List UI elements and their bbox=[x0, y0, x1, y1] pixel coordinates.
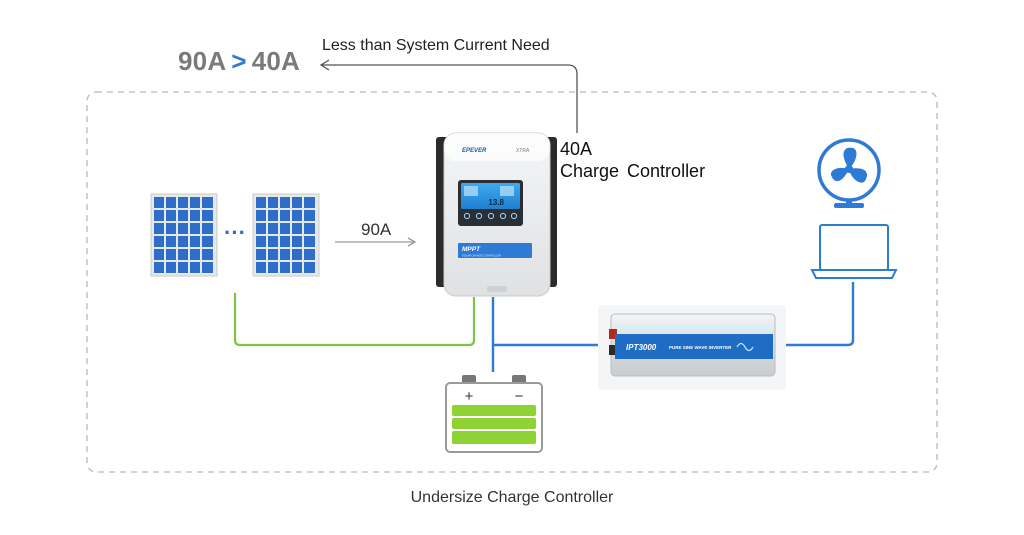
controller-badge: MPPT bbox=[462, 246, 481, 253]
laptop-icon bbox=[810, 224, 898, 279]
battery-icon: + − bbox=[445, 375, 543, 453]
controller-label: 40A Charge Controller bbox=[560, 138, 705, 182]
caption: Undersize Charge Controller bbox=[410, 489, 614, 506]
battery-negative: − bbox=[515, 388, 524, 405]
annotation: Less than System Current Need bbox=[322, 37, 550, 54]
charge-controller-icon: EPEVER XTRA 13.8 MPPT SOLAR CHARGE CONTR… bbox=[436, 132, 557, 297]
controller-rating: 40A bbox=[560, 139, 593, 159]
panel-ellipsis: ··· bbox=[224, 220, 246, 245]
controller-screen-value: 13.8 bbox=[488, 198, 504, 207]
controller-current-value: 40A bbox=[251, 46, 300, 76]
solar-panel-icon bbox=[252, 193, 320, 277]
array-current-label: 90A bbox=[361, 220, 392, 239]
greater-than-sign: > bbox=[231, 46, 247, 76]
inverter-icon: IPT3000 PURE SINE WAVE INVERTER bbox=[598, 305, 786, 390]
controller-badge-sub: SOLAR CHARGE CONTROLLER bbox=[462, 254, 501, 258]
pv-wire bbox=[233, 293, 476, 347]
controller-brand: EPEVER bbox=[462, 148, 487, 154]
array-current-value: 90A bbox=[178, 46, 227, 76]
system-boundary bbox=[86, 91, 938, 473]
controller-name: Charge Controller bbox=[560, 161, 706, 181]
battery-positive: + bbox=[465, 388, 474, 405]
inverter-subtitle: PURE SINE WAVE INVERTER bbox=[669, 345, 732, 350]
dc-wiring bbox=[491, 282, 855, 372]
controller-model: XTRA bbox=[516, 148, 530, 154]
inverter-model: IPT3000 bbox=[626, 343, 657, 352]
fan-icon bbox=[817, 138, 881, 208]
array-current-arrow bbox=[335, 237, 417, 247]
solar-panel-icon bbox=[150, 193, 218, 277]
current-comparison: 90A>40A bbox=[178, 46, 300, 77]
feedback-arrow bbox=[319, 59, 578, 133]
